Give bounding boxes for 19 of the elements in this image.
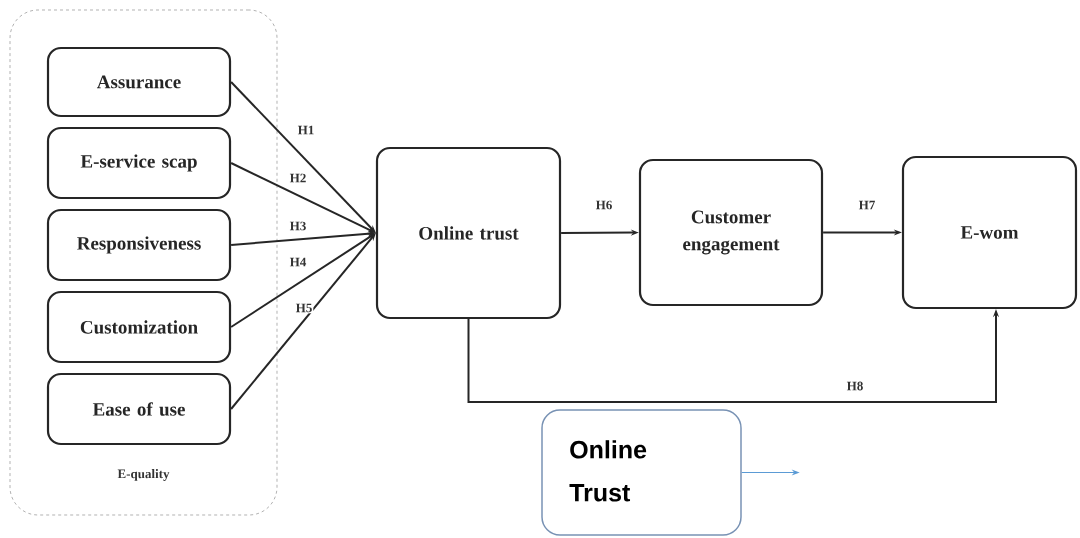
- edge-label: H6: [594, 199, 614, 211]
- construct-box: Ease of use: [46, 372, 232, 446]
- edge-label: H2: [288, 172, 308, 184]
- edge-label: H4: [288, 256, 308, 268]
- edge-label: H7: [857, 199, 877, 211]
- construct-box: E-service scap: [46, 126, 232, 200]
- construct-box: Online trust: [375, 146, 562, 320]
- construct-box: Customization: [46, 290, 232, 364]
- construct-box: Customer engagement: [638, 158, 824, 307]
- edge-label: H5: [294, 302, 314, 314]
- edge-label: H1: [296, 124, 316, 136]
- edge-label: H3: [288, 220, 308, 232]
- edge-label: H8: [845, 380, 865, 392]
- arrow: [230, 81, 376, 233]
- arrow: [230, 233, 376, 410]
- construct-box: Assurance: [46, 46, 232, 118]
- construct-box: E-wom: [901, 155, 1078, 310]
- text-box: Online Trust: [541, 409, 742, 536]
- construct-box: Responsiveness: [46, 208, 232, 282]
